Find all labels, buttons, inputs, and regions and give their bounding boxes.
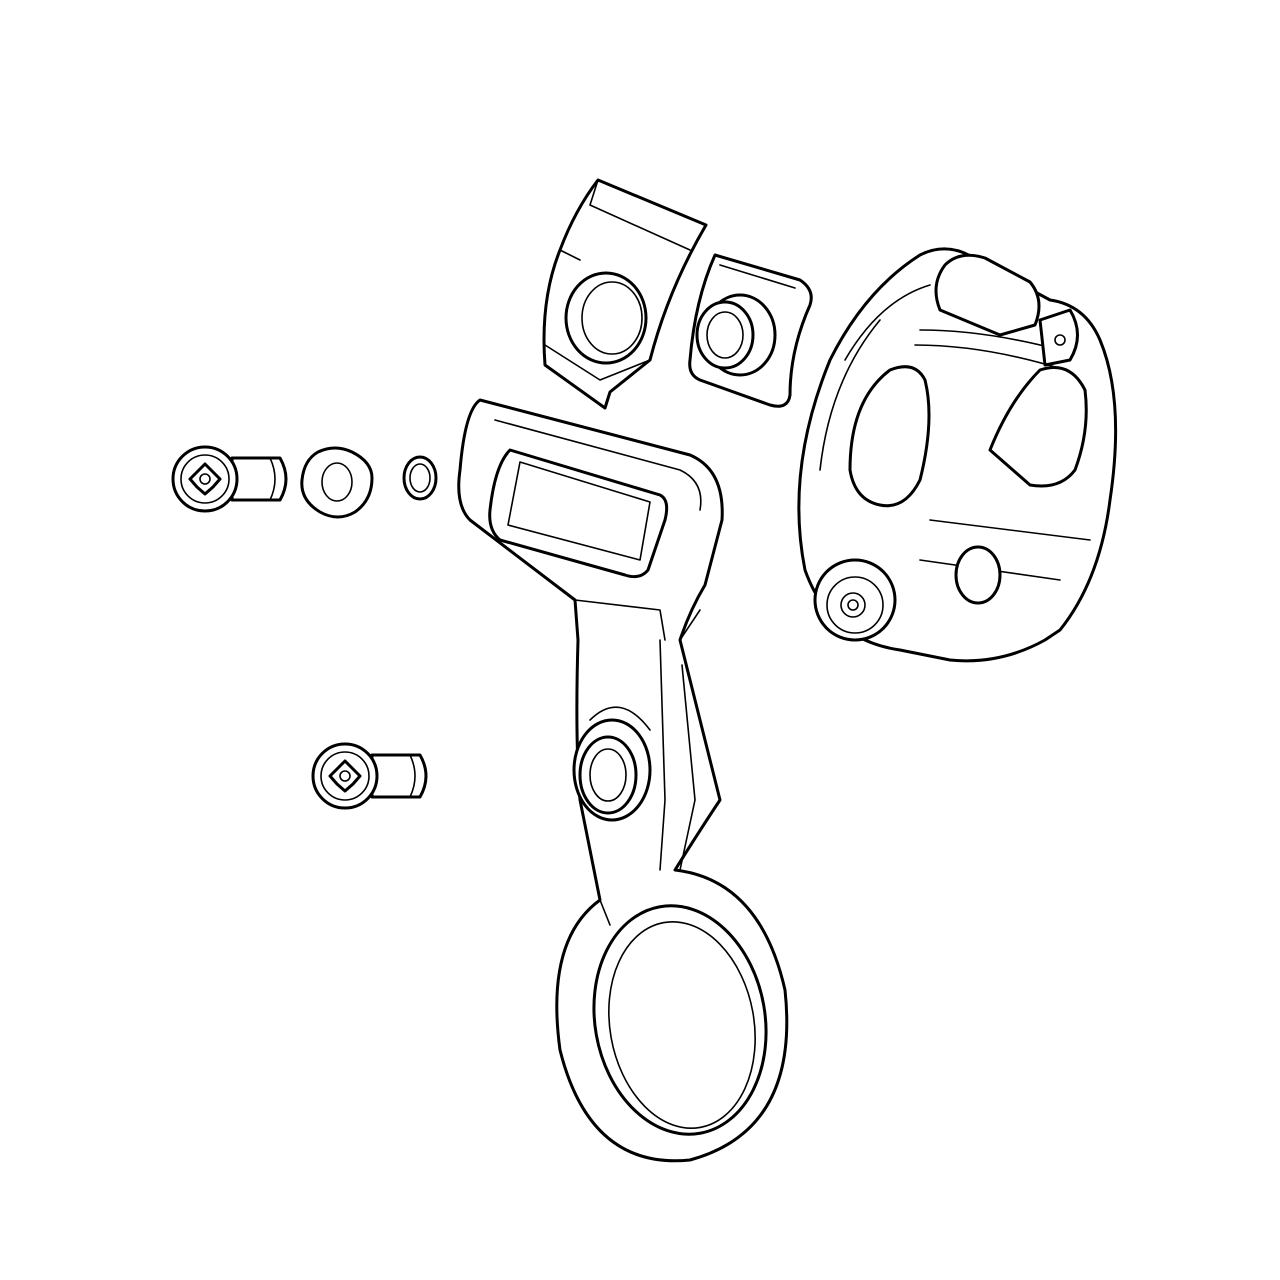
handlebar-clamp: [797, 247, 1118, 663]
lower-bolt: [311, 742, 428, 810]
square-washer: [300, 446, 374, 519]
bushing-pad: [688, 253, 813, 408]
mount-arm: [457, 398, 789, 1163]
ring-washer: [402, 455, 438, 501]
upper-bolt: [171, 445, 288, 513]
clamp-insert: [542, 178, 708, 410]
